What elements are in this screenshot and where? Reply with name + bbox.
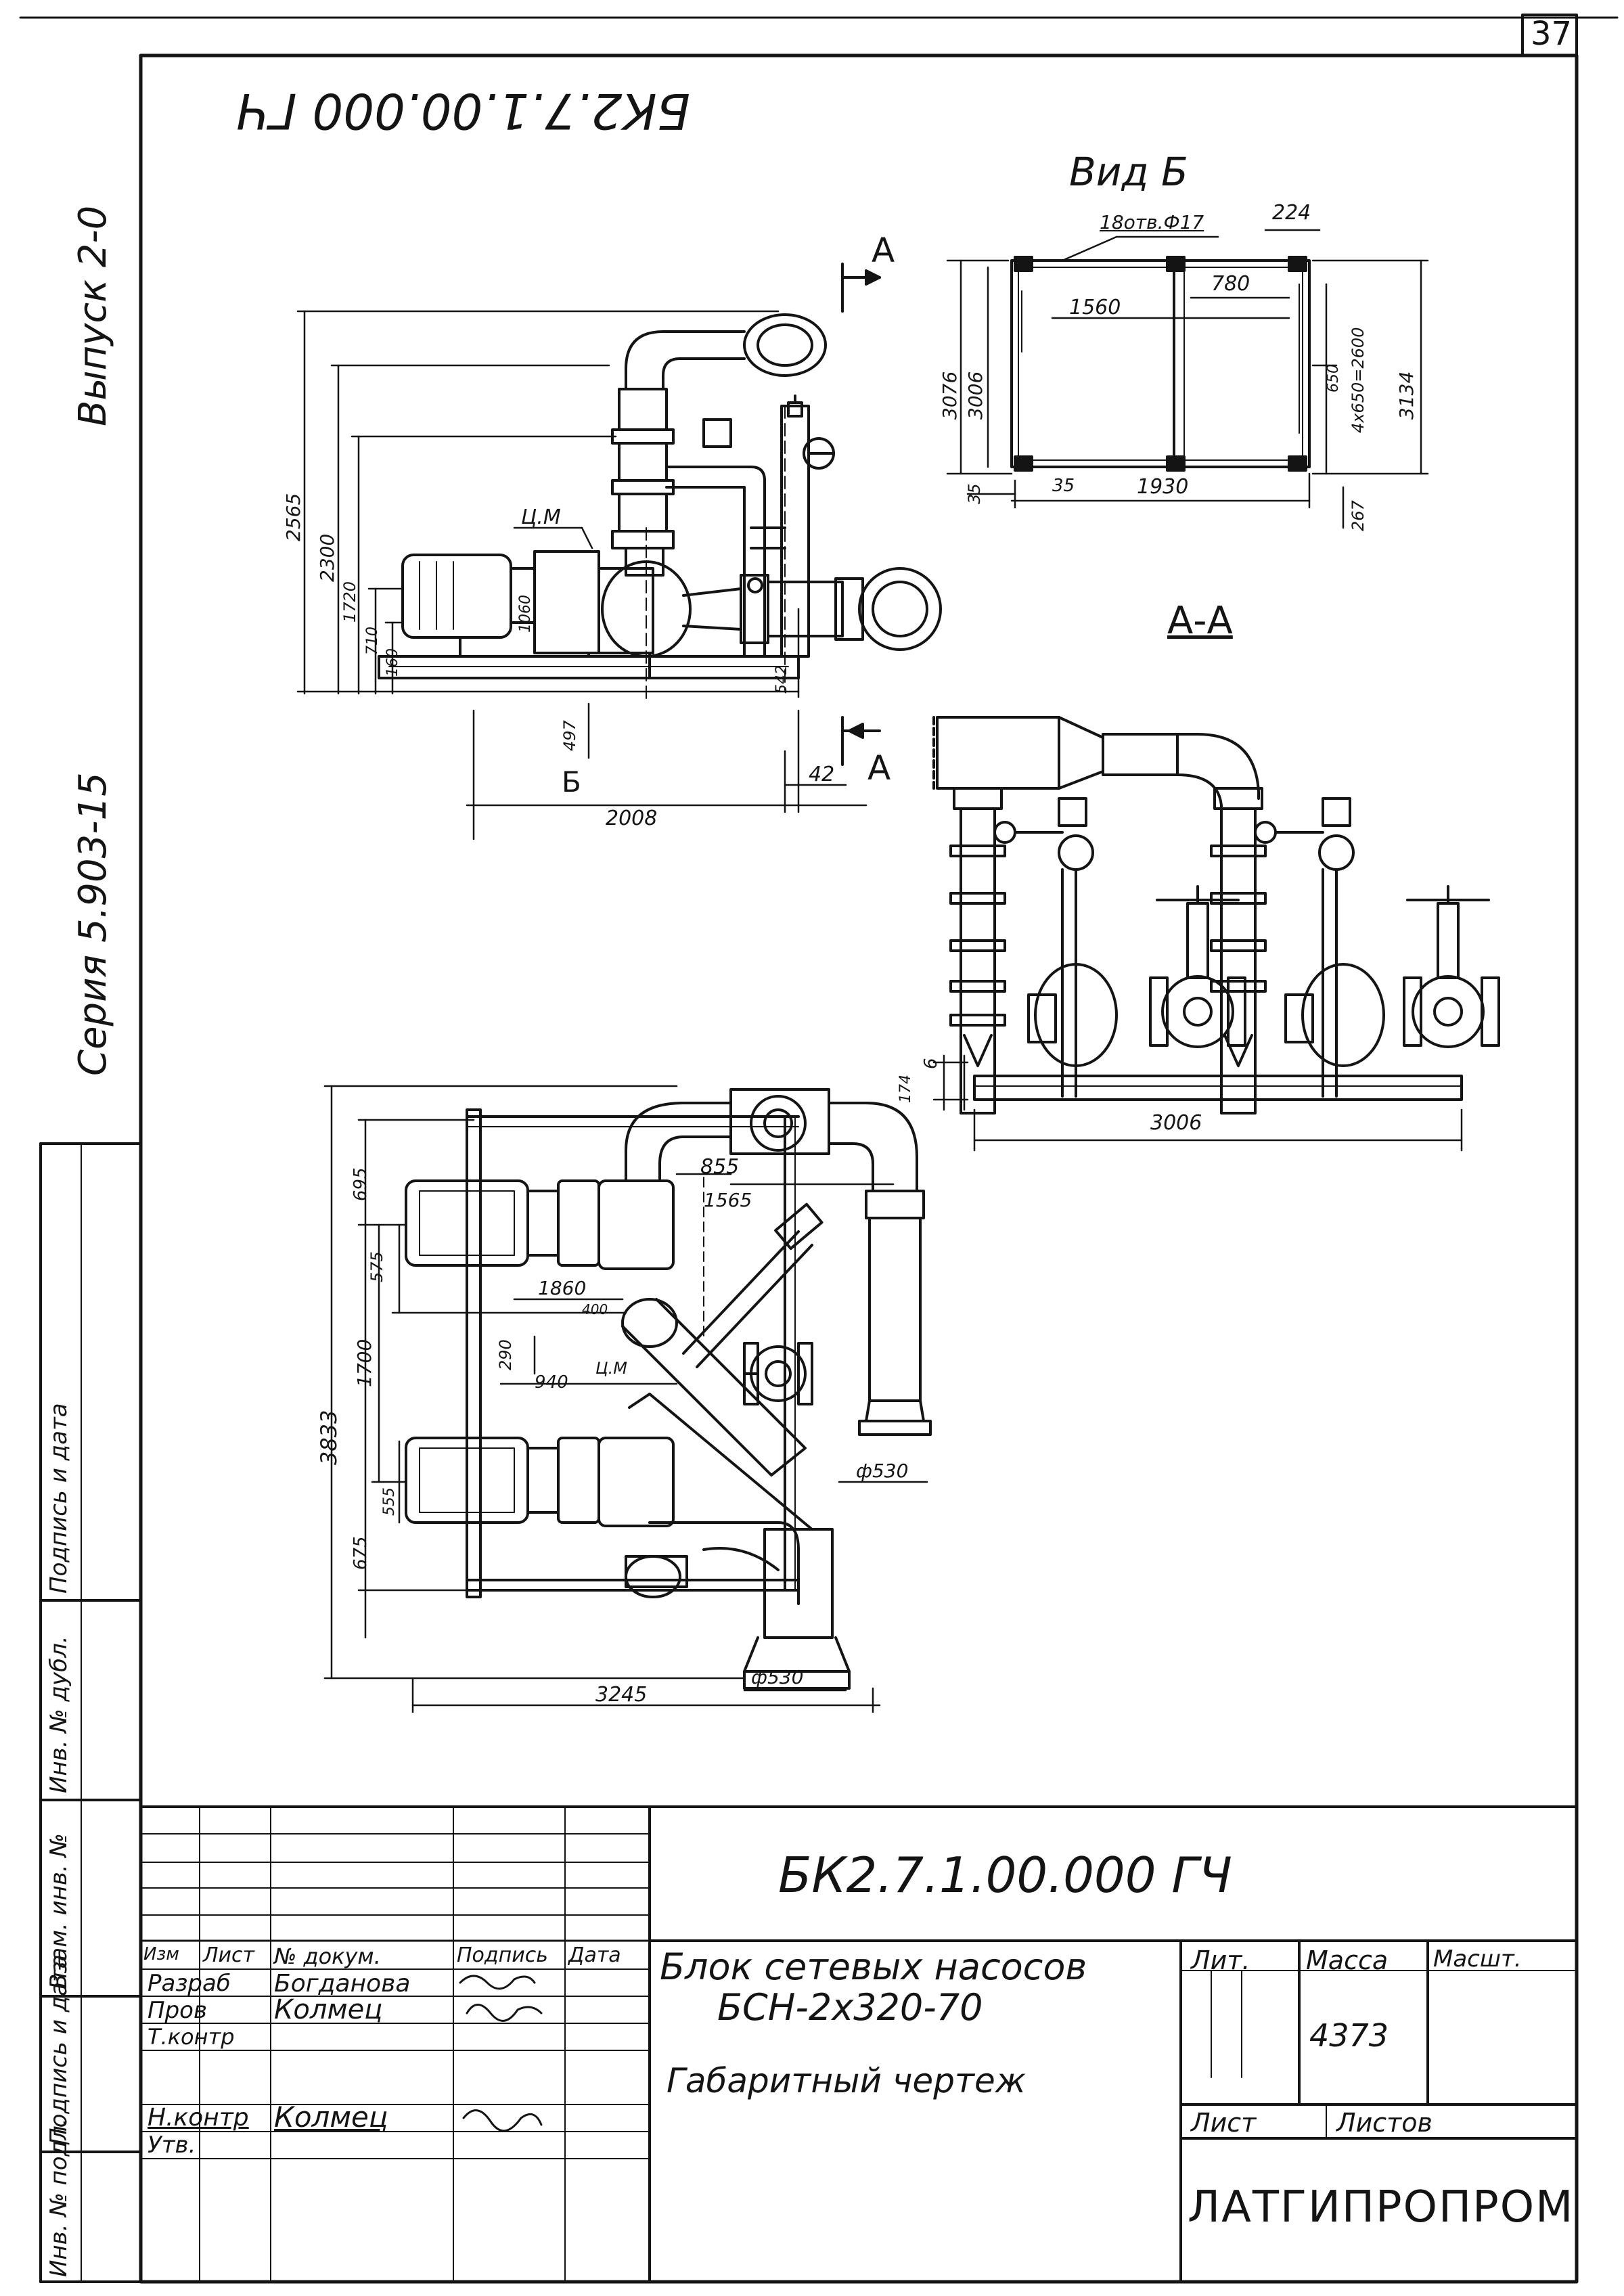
signature-prov — [466, 2004, 543, 2022]
dim-1560: 1560 — [1069, 296, 1121, 319]
hdr-sign: Подпись — [457, 1943, 548, 1967]
mass-label: Масса — [1306, 1945, 1389, 1975]
scale-label: Масшт. — [1433, 1945, 1522, 1973]
title-line2: БСН-2х320-70 — [717, 1986, 983, 2029]
name-razrab: Богданова — [274, 1970, 411, 1998]
dim-3006-aa: 3006 — [1150, 1111, 1202, 1135]
dim-35b: 35 — [1052, 476, 1075, 496]
sheets-label: Листов — [1336, 2108, 1433, 2138]
dim-400: 400 — [582, 1301, 608, 1318]
section-mark-bottom: А — [867, 748, 891, 788]
role-nkontr: Н.контр — [148, 2104, 249, 2132]
title-line1: Блок сетевых насосов — [660, 1945, 1087, 1988]
name-nkontr: Колмец — [274, 2100, 388, 2134]
role-tkontr: Т.контр — [148, 2024, 235, 2050]
dim-cm-front: Ц.М — [521, 505, 561, 529]
dim-855: 855 — [700, 1155, 740, 1179]
dim-940: 940 — [535, 1372, 568, 1393]
title-subtitle: Габаритный чертеж — [667, 2061, 1026, 2100]
dim-1930: 1930 — [1137, 475, 1189, 499]
dim-530-lower: ф530 — [751, 1666, 804, 1688]
dim-1565: 1565 — [704, 1189, 752, 1211]
dim-530-upper: ф530 — [856, 1460, 909, 1482]
arrow-b-label: Б — [562, 765, 581, 798]
dim-224: 224 — [1272, 201, 1311, 225]
signature-nkontr — [462, 2109, 543, 2132]
dim-780: 780 — [1211, 272, 1250, 296]
title-code: БК2.7.1.00.000 ГЧ — [778, 1847, 1232, 1904]
view-b-title: Вид Б — [1069, 149, 1188, 195]
hdr-izm: Изм — [143, 1944, 179, 1964]
role-prov: Пров — [148, 1997, 207, 2024]
role-utv: Утв. — [148, 2132, 196, 2159]
dim-holes: 18отв.Ф17 — [1100, 211, 1204, 233]
lit-label: Лит. — [1191, 1945, 1250, 1975]
role-razrab: Разраб — [148, 1970, 231, 1997]
sheet-label: Лист — [1191, 2108, 1257, 2138]
dim-1860: 1860 — [538, 1277, 587, 1299]
sheet-number: 37 — [1531, 15, 1573, 53]
signature-razrab — [459, 1975, 536, 1990]
section-mark-top: А — [872, 231, 895, 270]
org-name: ЛАТГИПРОПРОМ — [1188, 2182, 1575, 2232]
hdr-list: Лист — [203, 1943, 255, 1967]
section-aa-title: А-А — [1167, 599, 1233, 643]
hdr-date: Дата — [568, 1943, 621, 1967]
dim-42: 42 — [809, 763, 835, 786]
hdr-doc: № докум. — [274, 1943, 381, 1969]
dim-cm-plan: Ц.М — [595, 1359, 627, 1378]
mass-value: 4373 — [1309, 2017, 1389, 2054]
dim-3245: 3245 — [595, 1683, 648, 1707]
dim-2008: 2008 — [606, 807, 658, 830]
name-prov: Колмец — [274, 1994, 383, 2025]
